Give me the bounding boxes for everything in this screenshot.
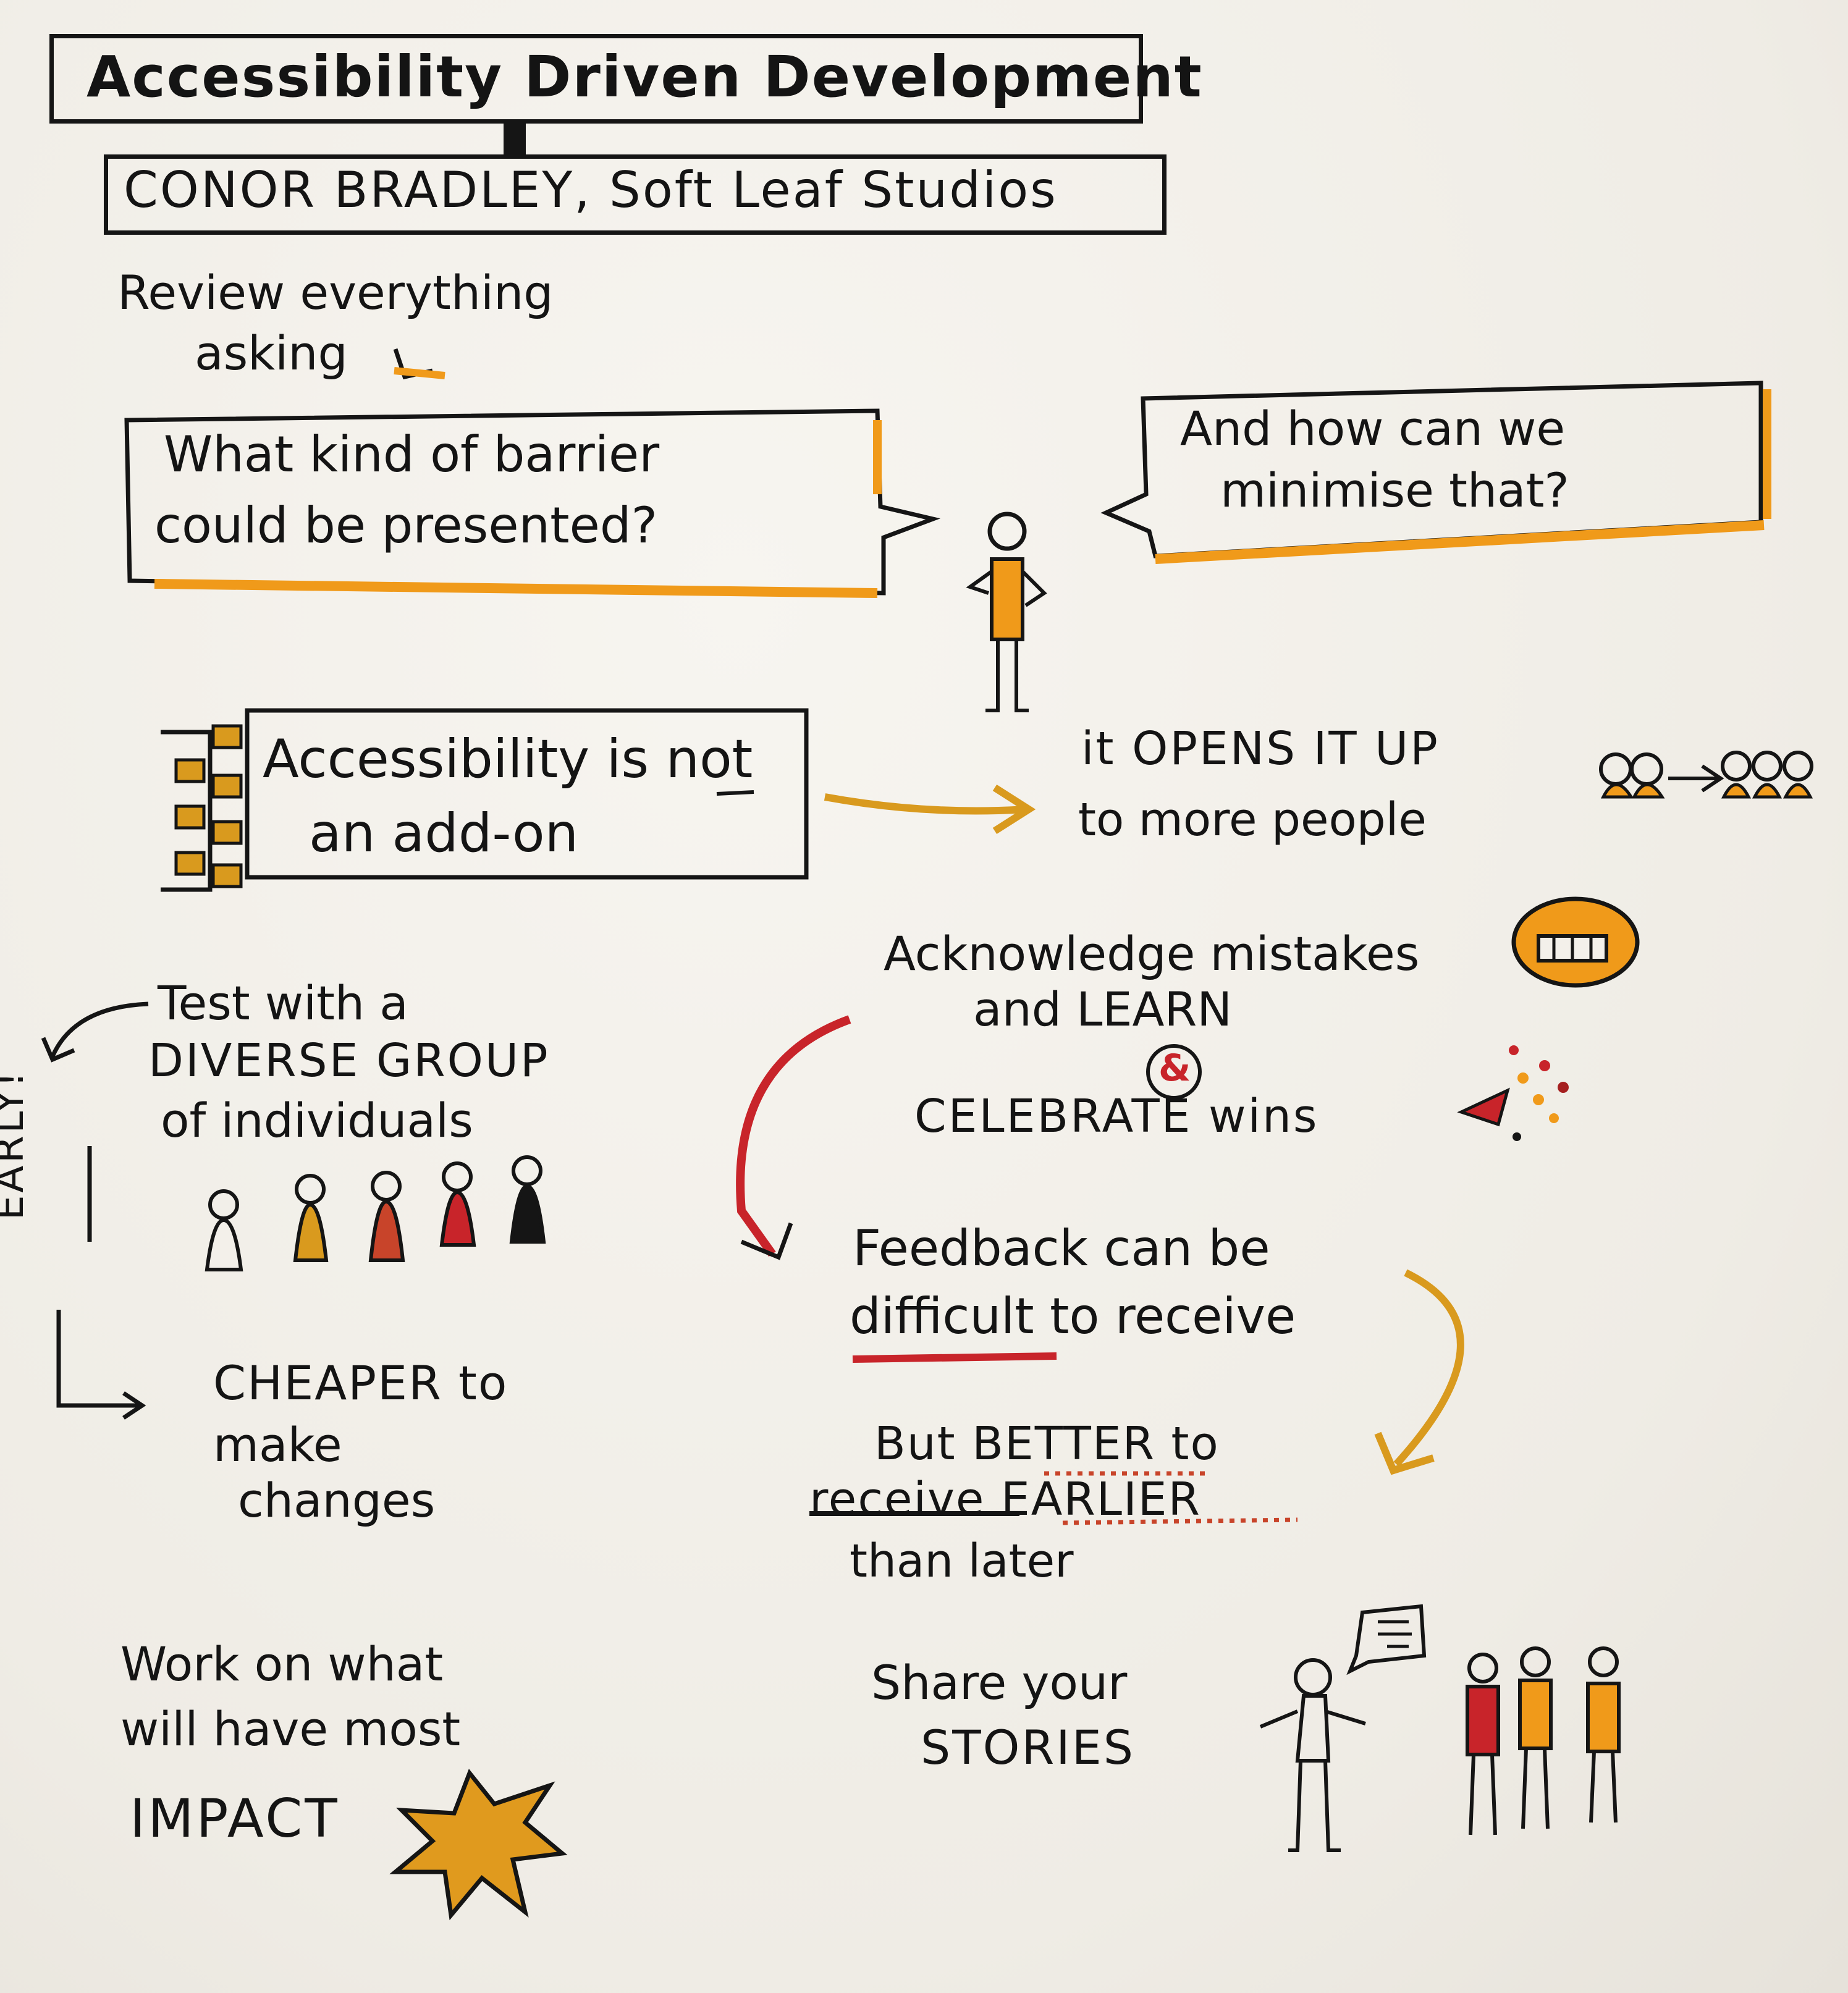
question1-line-1: What kind of barrier (164, 426, 660, 483)
early-arrow-down-icon (56, 1310, 139, 1408)
opens-line-2: to more people (1078, 793, 1427, 846)
speaker-frame (104, 154, 1167, 235)
stories-line-2: STORIES (921, 1720, 1135, 1775)
acknowledge-line-3: CELEBRATE wins (914, 1090, 1319, 1143)
cheaper-line-3: changes (238, 1473, 436, 1528)
review-line-2: asking (195, 326, 348, 381)
question1-line-2: could be presented? (154, 497, 658, 554)
embarrassed-face-icon (1511, 896, 1640, 988)
struck-word: receive (809, 1473, 985, 1526)
feedback-line-1: Feedback can be (853, 1220, 1270, 1277)
cheaper-line-2: make (213, 1417, 342, 1472)
early-label: EARLY! (0, 1069, 33, 1220)
speech-bubble-icon (1346, 1604, 1427, 1675)
thinking-person-icon (966, 512, 1047, 712)
speaking-person-icon (1259, 1604, 1427, 1852)
right-arrow-icon (824, 793, 1026, 815)
feedback-line-2: difficult to receive (850, 1287, 1296, 1345)
curved-arrow-red-icon (736, 1015, 851, 1257)
acknowledge-line-1: Acknowledge mistakes (884, 926, 1420, 981)
impact-line-3: IMPACT (130, 1788, 340, 1850)
better-line-1: But BETTER to (874, 1417, 1220, 1470)
better-line-2: receive EARLIER (809, 1473, 1201, 1526)
title-frame (49, 34, 1143, 124)
acknowledge-amp: & (1158, 1047, 1191, 1090)
test-line-2: DIVERSE GROUP (148, 1034, 550, 1087)
listening-group-icon (1466, 1646, 1621, 1835)
impact-line-2: will have most (120, 1701, 461, 1756)
not-addon-line-2: an add-on (309, 803, 579, 864)
early-arrow-up-icon (50, 1001, 149, 1058)
not-addon-frame (245, 708, 809, 880)
diverse-group-icon (205, 1155, 546, 1271)
cheaper-line-1: CHEAPER to (213, 1355, 508, 1410)
review-line-1: Review everything (117, 265, 554, 320)
impact-burst-icon (389, 1769, 568, 1921)
more-people-icon (1599, 751, 1813, 799)
acknowledge-line-2: and LEARN (973, 982, 1233, 1037)
not-addon-line-1: Accessibility is not (263, 728, 753, 790)
impact-line-1: Work on what (120, 1637, 444, 1692)
test-line-1: Test with a (158, 975, 408, 1030)
title-connector (504, 122, 526, 156)
title: Accessibility Driven Development (86, 44, 1203, 110)
party-popper-icon (1457, 1045, 1569, 1141)
better-line-3: than later (850, 1535, 1074, 1588)
question2-line-1: And how can we (1180, 401, 1566, 456)
opens-line-1: it OPENS IT UP (1081, 722, 1440, 775)
speaker-name: CONOR BRADLEY, Soft Leaf Studios (124, 161, 1058, 219)
stories-line-1: Share your (871, 1655, 1128, 1710)
ampersand-circle (1146, 1044, 1202, 1100)
question2-bubble (1100, 381, 1763, 558)
curved-arrow-orange-icon (1393, 1269, 1464, 1467)
test-line-3: of individuals (161, 1093, 473, 1148)
question2-line-2: minimise that? (1220, 463, 1569, 518)
brick-wall-icon (161, 724, 243, 892)
